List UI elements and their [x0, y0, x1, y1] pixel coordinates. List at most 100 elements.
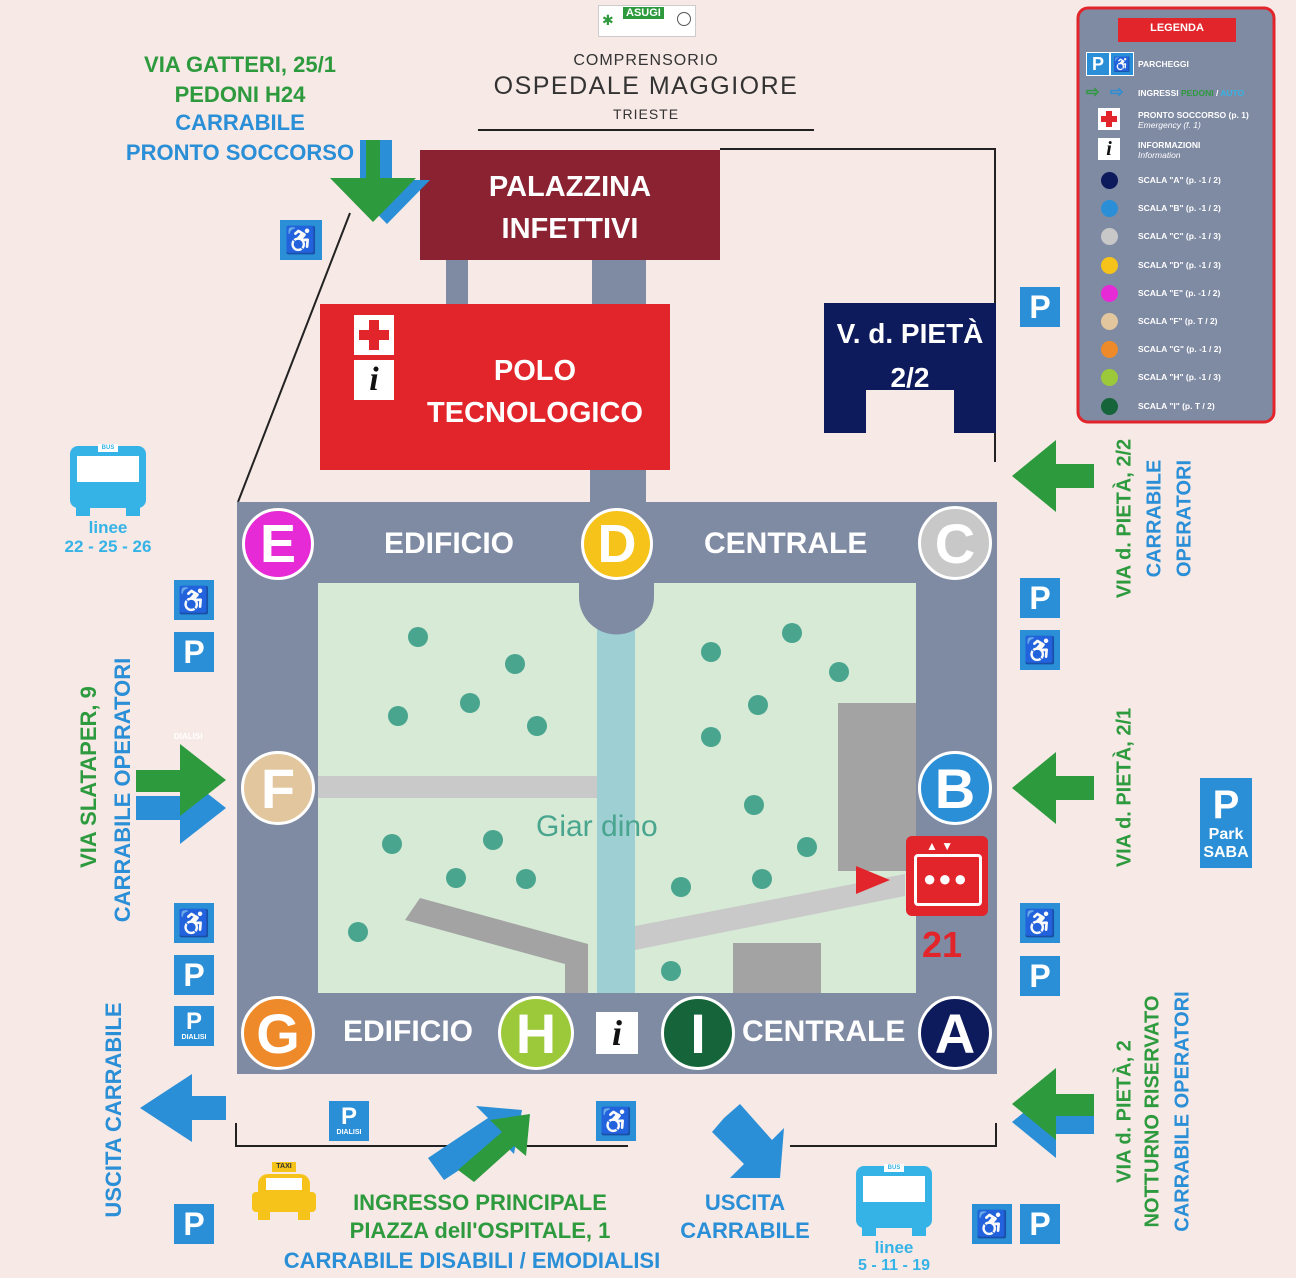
- wheelchair-icon: ♿: [174, 580, 214, 620]
- bus-icon: BUS: [70, 440, 146, 518]
- legend-stair-dot: [1101, 397, 1118, 415]
- park-saba-line1: Park: [1208, 826, 1244, 843]
- legend-ps1: PRONTO SOCCORSO (p. 1): [1138, 110, 1249, 120]
- legend-stair-dot: [1101, 313, 1118, 330]
- header-line3: TRIESTE: [612, 106, 680, 122]
- wheelchair-icon: ♿: [972, 1204, 1012, 1244]
- asugi-logo: ASUGI ✱: [598, 5, 696, 37]
- stair-g: G: [241, 996, 315, 1070]
- slataper-line2: CARRABILE OPERATORI: [110, 657, 135, 923]
- legend-info-icon: i: [1098, 138, 1120, 160]
- arrow-gatteri: [330, 140, 430, 224]
- parking-icon: P: [1020, 1204, 1060, 1244]
- block-south: [733, 943, 821, 993]
- pieta22-line3: OPERATORI: [1173, 459, 1196, 578]
- arrow-pieta2: [1012, 1068, 1094, 1158]
- legend-stair-dot: [1101, 256, 1118, 274]
- centrale-bottom-label: CENTRALE: [742, 1015, 906, 1048]
- taxi-label: TAXI: [272, 1162, 296, 1172]
- elevator-icon: ▲ ▼ ●●●: [906, 836, 988, 916]
- legend-stair-label: SCALA "A" (p. -1 / 2): [1138, 175, 1221, 185]
- edificio-bottom-label: EDIFICIO: [343, 1015, 474, 1048]
- legend-wheelchair-icon: ♿: [1110, 52, 1134, 76]
- legend-stair-dot: [1101, 369, 1118, 387]
- legend-emergency-icon: [1098, 108, 1120, 130]
- parking-icon: P: [174, 1204, 214, 1244]
- wheelchair-icon: ♿: [280, 220, 322, 260]
- arrow-pieta22: [1012, 440, 1094, 512]
- palazzina-infettivi: [420, 150, 720, 260]
- logo-seal-icon: [677, 12, 691, 26]
- slataper-line1: VIA SLATAPER, 9: [76, 686, 101, 868]
- stair-d: D: [581, 508, 653, 580]
- legend-ingressi-b: PEDONI: [1180, 88, 1214, 98]
- stair-a: A: [918, 996, 992, 1070]
- legend-title-bar: [1118, 18, 1236, 42]
- wheelchair-icon: ♿: [1020, 903, 1060, 943]
- slataper-dialisi: DIALISI: [174, 732, 203, 741]
- stair-f: F: [241, 751, 315, 825]
- legend-info2: Information: [1138, 150, 1181, 160]
- header-line1: COMPRENSORIO: [573, 52, 719, 69]
- wheelchair-icon: ♿: [1020, 630, 1060, 670]
- path-southwest: [405, 898, 588, 993]
- parking-dialisi-icon: P DIALISI: [174, 1006, 214, 1046]
- header-line2: OSPEDALE MAGGIORE: [493, 72, 799, 100]
- legend-parking-icon: P: [1086, 52, 1110, 76]
- path-west: [318, 776, 597, 798]
- arrow-pieta21: [1012, 752, 1094, 824]
- dialisi-text: DIALISI: [336, 1129, 362, 1136]
- giardino-label: Giar dino: [536, 810, 658, 843]
- legend-ingressi-a: INGRESSI: [1138, 88, 1181, 98]
- stair-b: B: [918, 751, 992, 825]
- gatteri-line2: PEDONI H24: [174, 82, 306, 107]
- water-channel: [597, 583, 635, 993]
- info-icon: i: [596, 1012, 638, 1054]
- uscita-bottom-line1: USCITA: [704, 1190, 786, 1215]
- pieta21-label: VIA d. PIETÀ, 2/1: [1113, 707, 1136, 868]
- bus-bottom-lines2: 5 - 11 - 19: [857, 1257, 931, 1274]
- legend-stair-label: SCALA "G" (p. -1 / 2): [1138, 344, 1222, 355]
- parking-dialisi-icon: P DIALISI: [329, 1101, 369, 1141]
- bus-icon: BUS: [856, 1160, 932, 1238]
- main-line3: CARRABILE DISABILI / EMODIALISI: [283, 1248, 661, 1273]
- legend-ingressi: INGRESSI PEDONI / AUTO: [1138, 88, 1244, 98]
- stair-d-base: [579, 583, 654, 635]
- connector: [590, 470, 646, 504]
- legend-stair-dot: [1101, 284, 1118, 302]
- legend-arrow-blue-icon: ⇨: [1110, 84, 1124, 101]
- polo-label: POLO TECNOLOGICO: [427, 355, 643, 429]
- parking-icon: P: [1020, 287, 1060, 327]
- legend-stair-label: SCALA "B" (p. -1 / 2): [1138, 203, 1221, 214]
- legend-arrow-green-icon: ⇨: [1086, 84, 1100, 101]
- main-line1: INGRESSO PRINCIPALE: [353, 1190, 607, 1215]
- park-saba-line2: SABA: [1203, 844, 1249, 861]
- info-icon: i: [354, 360, 394, 400]
- taxi-icon: TAXI: [252, 1162, 316, 1222]
- pieta2-line3: CARRABILE OPERATORI: [1171, 991, 1194, 1232]
- parking-p: P: [185, 1008, 202, 1035]
- parking-icon: P: [1020, 578, 1060, 618]
- pieta-label: V. d. PIETÀ 2/2: [836, 318, 984, 393]
- parking-p: P: [340, 1103, 357, 1130]
- legend-stair-label: SCALA "I" (p. T / 2): [1138, 400, 1215, 411]
- legend-ingressi-d: AUTO: [1220, 88, 1245, 98]
- wheelchair-icon: ♿: [174, 903, 214, 943]
- legend-stair-label: SCALA "F" (p. T / 2): [1138, 316, 1218, 326]
- trees: [348, 623, 849, 981]
- legend-info1: INFORMAZIONI: [1138, 140, 1201, 150]
- palazzina-label: PALAZZINA INFETTIVI: [488, 171, 652, 245]
- elevator-pointer: [856, 866, 890, 894]
- legend-title: LEGENDA: [1150, 22, 1204, 34]
- emergency-cross-icon: [354, 315, 394, 355]
- parking-icon: P: [174, 955, 214, 995]
- bus-left-lines1: linee: [88, 518, 128, 537]
- legend-parcheggi: PARCHEGGI: [1138, 59, 1189, 69]
- pieta2-line1: VIA d. PIETÀ, 2: [1113, 1040, 1136, 1183]
- arrow-uscita-left: [140, 1074, 226, 1142]
- legend-ingressi-c: /: [1213, 88, 1221, 98]
- logo-star-icon: ✱: [602, 12, 614, 28]
- gatteri-line3: CARRABILE: [175, 110, 305, 135]
